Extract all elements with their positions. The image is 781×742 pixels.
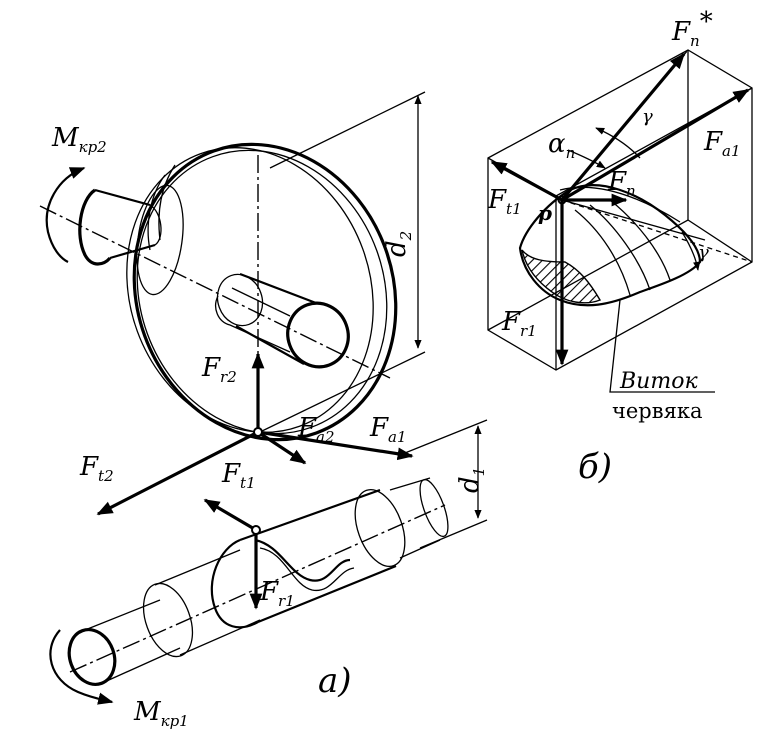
wheel-front-rim [132,142,398,442]
label-part-b: б) [578,447,612,487]
worm [67,477,449,686]
worm-thread [254,538,351,582]
wheel-axle-stub [286,301,350,369]
ft1-arrow-a [203,498,257,532]
fa2-arrow [257,430,307,465]
label-mkr2: Mкр2 [51,123,107,156]
label-mkr1: Mкр1 [133,697,189,730]
wheel-contact-point [253,427,263,437]
worm-body-end [354,489,406,567]
fa1-arrow-a [257,430,414,461]
d1-dimension [399,419,488,549]
label-d1: d1 [455,467,488,493]
wheel-axis [39,205,391,379]
label-ft1-a: Ft1 [221,459,256,492]
label-alpha-n: αn [548,129,575,162]
worm-collar [142,582,194,658]
label-worm-turn-2: червяка [612,399,702,423]
label-fa2: Fa2 [297,413,335,446]
label-fn: Fn [607,167,636,200]
alpha-n-arc [567,149,606,169]
label-fr1-b: Fr1 [501,307,537,340]
label-gamma-top: γ [642,106,653,127]
gamma-side-arc [681,231,701,271]
worm-contact-point [251,525,261,535]
label-gamma-side: γ [698,242,709,263]
wheel-left-shaft-end [78,188,112,266]
mkr2-moment-arrow [45,166,86,263]
ft1-arrow-b [490,160,563,202]
force-box [487,49,753,393]
labels: Mкр2 d2 Fr2 Fa2 Fa1 Ft2 Ft1 d1 Fr1 а) Mк… [51,7,741,730]
label-fr1-a: Fr1 [259,577,295,610]
label-fr2: Fr2 [201,353,237,386]
label-ft2: Ft2 [79,452,114,485]
fn-star-arrow [560,52,686,202]
label-fn-star: Fn* [671,7,713,50]
label-fa1-a: Fa1 [369,413,407,446]
worm-wheel [39,142,398,442]
label-part-a: а) [318,661,352,701]
worm-turn-leader [609,299,715,393]
wheel-forces [96,352,414,516]
worm-left-shaft-end [67,628,117,686]
label-fa1-b: Fa1 [703,127,741,160]
worm-right-shaft-end [419,478,449,538]
fa1-arrow-b [561,88,750,202]
label-p: p [538,201,552,225]
wheel-back-rim [126,147,374,433]
label-d2: d2 [382,231,415,257]
d2-dimension [259,91,426,433]
ft2-arrow [96,430,259,516]
label-ft1-b: Ft1 [487,185,522,218]
worm-forces [203,498,263,610]
label-worm-turn-1: Виток [619,369,698,394]
mkr1-moment-arrow [49,629,114,705]
